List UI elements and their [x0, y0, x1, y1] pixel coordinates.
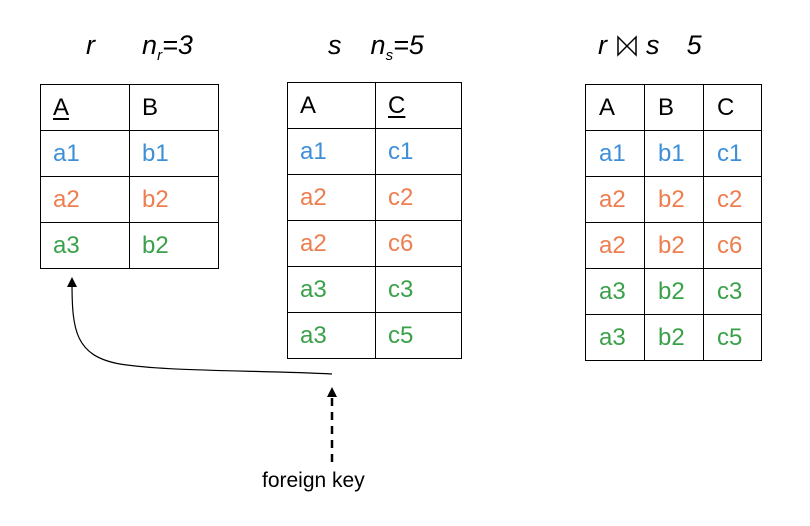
table-cell: b1 — [644, 130, 704, 177]
table-cell: a1 — [40, 130, 130, 177]
table-cell: a3 — [585, 314, 645, 361]
column-header-A: A — [585, 84, 645, 131]
table-row: a3 b2 c5 — [585, 314, 762, 361]
table-header-row: A C — [287, 82, 462, 129]
column-header-C: C — [375, 82, 462, 129]
relation-s-name: s — [328, 30, 342, 60]
table-cell: a3 — [585, 268, 645, 315]
table-cell: a2 — [287, 174, 376, 221]
table-cell: a2 — [287, 220, 376, 267]
table-cell: b1 — [129, 130, 219, 177]
table-cell: b2 — [644, 222, 704, 269]
table-row: a2 c6 — [287, 220, 462, 267]
table-cell: a3 — [40, 222, 130, 269]
relation-r-table: A B a1 b1 a2 b2 a3 b2 — [40, 84, 219, 269]
table-cell: b2 — [129, 222, 219, 269]
table-cell: c6 — [703, 222, 762, 269]
foreign-key-reference-curve — [67, 277, 333, 375]
relation-r-count-sub: r — [157, 47, 163, 64]
foreign-key-label: foreign key — [262, 469, 365, 492]
table-row: a3 c3 — [287, 266, 462, 313]
relation-s-table: A C a1 c1 a2 c2 a2 c6 a3 c3 a3 c5 — [287, 82, 462, 359]
join-left-name: r — [598, 30, 607, 60]
table-row: a1 c1 — [287, 128, 462, 175]
table-cell: b2 — [644, 314, 704, 361]
table-cell: c3 — [375, 266, 462, 313]
table-cell: c1 — [703, 130, 762, 177]
table-cell: c5 — [703, 314, 762, 361]
natural-join-icon — [616, 35, 637, 57]
table-row: a3 b2 — [40, 222, 219, 269]
table-cell: a2 — [40, 176, 130, 223]
column-header-A: A — [287, 82, 376, 129]
table-row: a2 b2 c6 — [585, 222, 762, 269]
relation-r-title: r nr=3 — [86, 30, 193, 64]
table-cell: c2 — [375, 174, 462, 221]
table-row: a2 c2 — [287, 174, 462, 221]
table-cell: c6 — [375, 220, 462, 267]
table-row: a1 b1 — [40, 130, 219, 177]
table-cell: c1 — [375, 128, 462, 175]
relation-s-count-sub: s — [385, 47, 394, 64]
table-cell: b2 — [644, 176, 704, 223]
relation-r-count-value: =3 — [162, 30, 193, 60]
table-cell: a3 — [287, 312, 376, 359]
table-cell: a1 — [287, 128, 376, 175]
join-count: 5 — [686, 30, 702, 60]
relation-s-count-value: =5 — [393, 30, 424, 60]
relation-r-name: r — [86, 30, 95, 60]
table-row: a1 b1 c1 — [585, 130, 762, 177]
relation-s-title: s ns=5 — [328, 30, 424, 64]
relation-r-count-label: n — [142, 30, 158, 60]
join-title: r s 5 — [598, 32, 702, 59]
join-right-name: s — [646, 30, 660, 60]
table-row: a3 b2 c3 — [585, 268, 762, 315]
table-cell: a1 — [585, 130, 645, 177]
table-row: a3 c5 — [287, 312, 462, 359]
table-cell: b2 — [644, 268, 704, 315]
table-row: a2 b2 — [40, 176, 219, 223]
column-header-B: B — [129, 84, 219, 131]
table-cell: c3 — [703, 268, 762, 315]
table-cell: c5 — [375, 312, 462, 359]
relation-s-count-label: n — [370, 30, 386, 60]
column-header-B: B — [644, 84, 704, 131]
join-result-table: A B C a1 b1 c1 a2 b2 c2 a2 b2 c6 a3 b2 c… — [585, 84, 762, 361]
table-cell: b2 — [129, 176, 219, 223]
